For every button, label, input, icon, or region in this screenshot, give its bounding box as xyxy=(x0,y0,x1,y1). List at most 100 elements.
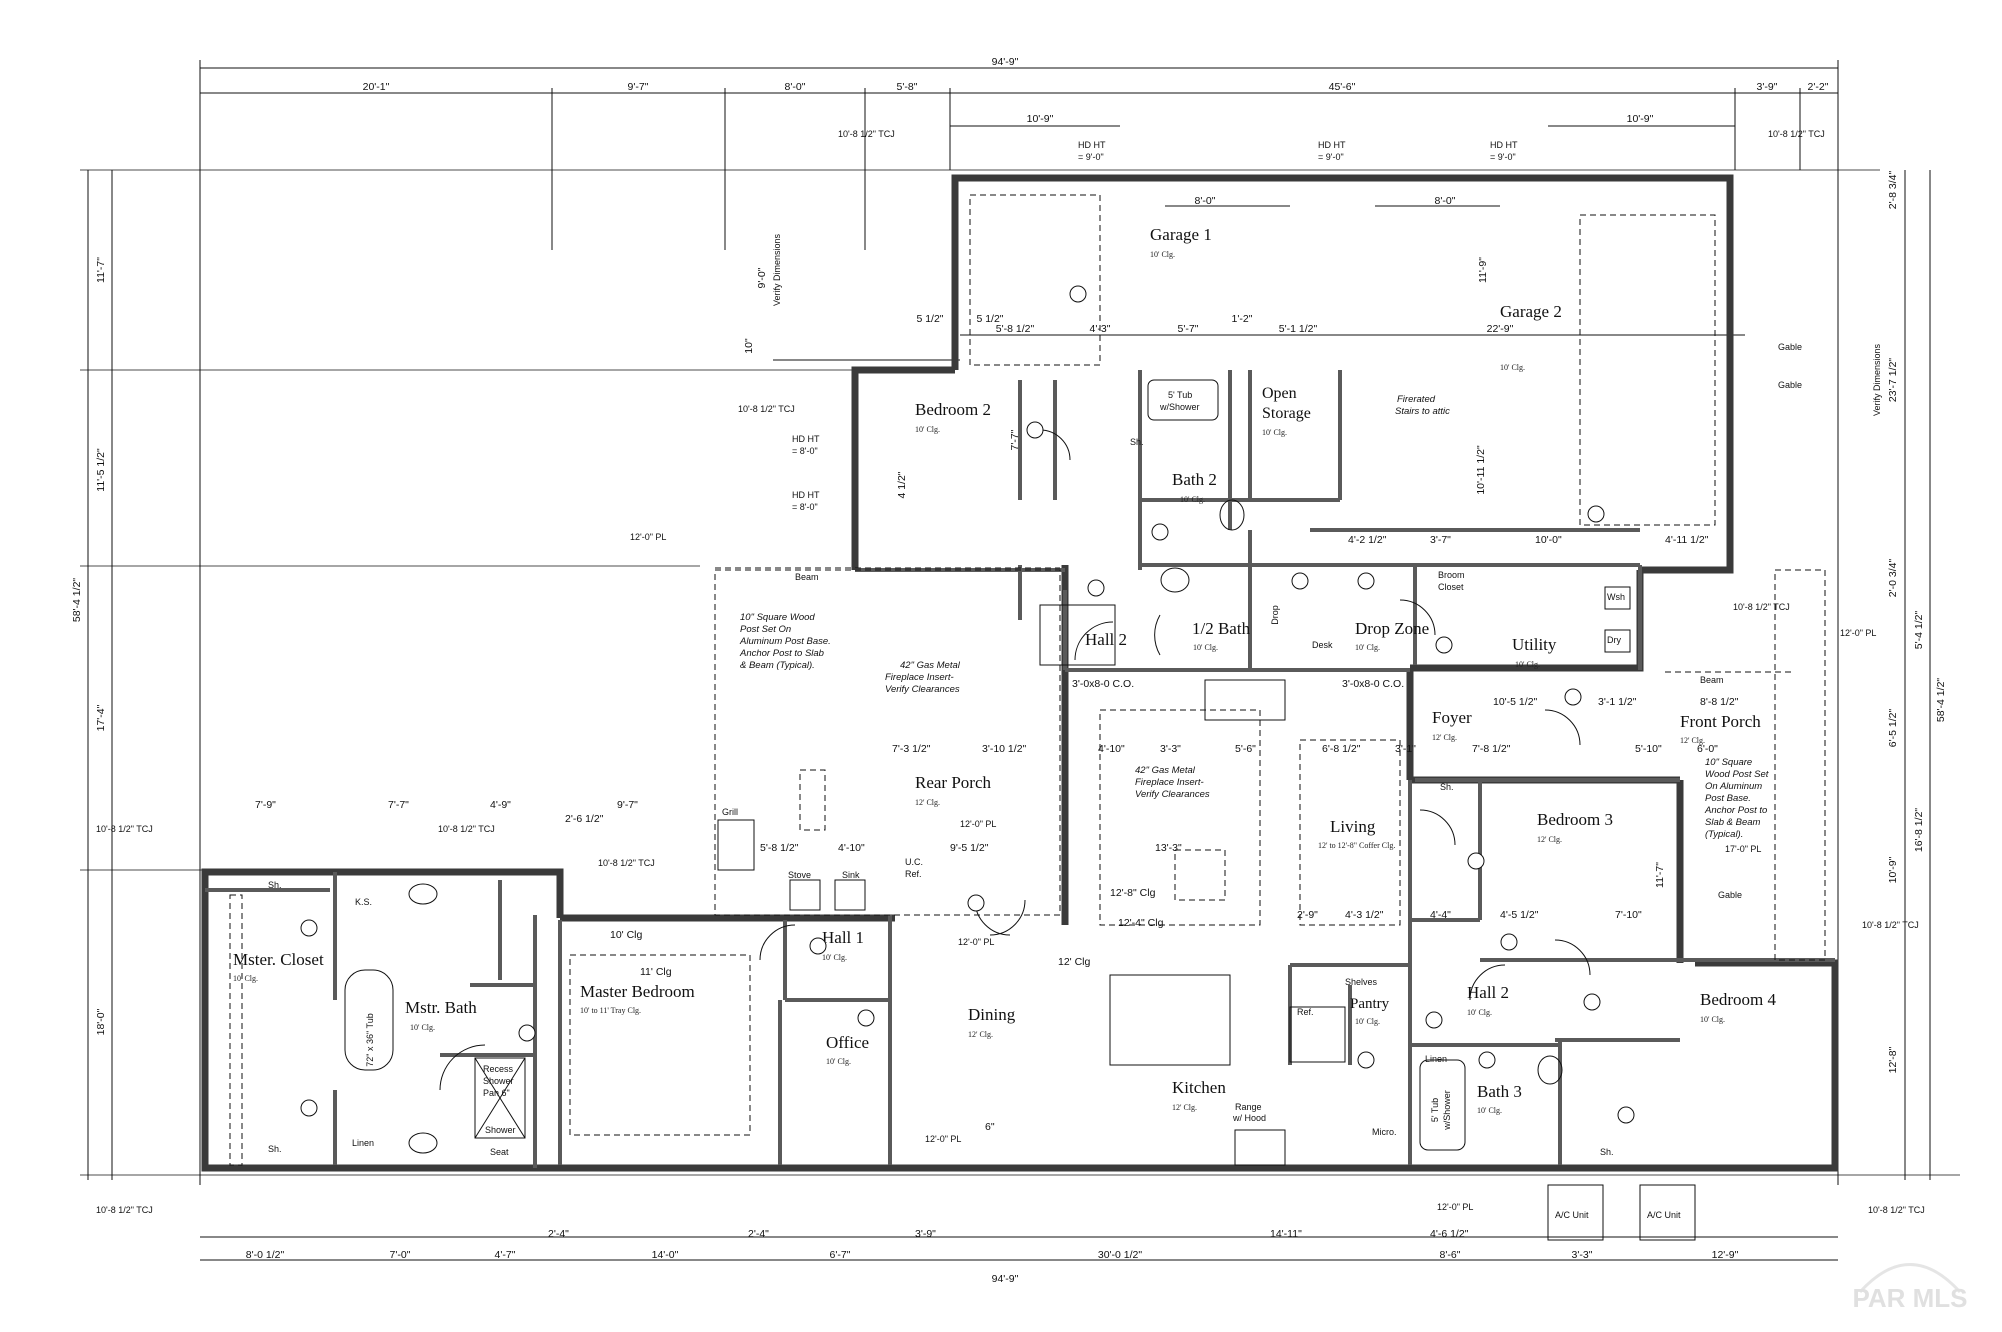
dim-6: 6" xyxy=(985,1121,995,1133)
label-garage1: Garage 1 xyxy=(1150,225,1212,244)
right-dim-4: 5'-4 1/2" xyxy=(1913,611,1925,650)
ceil-bath3: 10' Clg. xyxy=(1477,1106,1502,1115)
range-2: w/ Hood xyxy=(1232,1113,1266,1123)
dashed-features xyxy=(229,194,1826,1166)
dim-7-8-half: 7'-8 1/2" xyxy=(1472,743,1511,755)
sh-label-3: Sh. xyxy=(268,1144,282,1154)
watermark-logo: PAR MLS xyxy=(1852,1263,1968,1313)
interior-dimensions: 7'-7" 4 1/2" 4'-2 1/2" 3'-7" 10'-0" 4'-1… xyxy=(255,429,1739,1240)
shelves-label: Shelves xyxy=(1345,977,1378,987)
sh-label-5: Sh. xyxy=(1440,782,1454,792)
bottom-dim-1: 8'-0 1/2" xyxy=(246,1249,285,1261)
dim-4-5-half: 4'-5 1/2" xyxy=(1500,909,1539,921)
dim-12-4-clg: 12'-4" Clg xyxy=(1118,917,1164,929)
sink-mstr-2 xyxy=(408,1132,438,1154)
ref-label: Ref. xyxy=(1297,1007,1314,1017)
tcj-4: 10'-8 1/2" TCJ xyxy=(1733,602,1790,612)
dim-7-9: 7'-9" xyxy=(255,799,276,811)
verify-right: Verify Dimensions xyxy=(1872,343,1882,416)
dim-9-5-half: 9'-5 1/2" xyxy=(950,842,989,854)
label-office: Office xyxy=(826,1033,869,1052)
ceil-dining: 12' Clg. xyxy=(968,1030,993,1039)
dim-3-9: 3'-9" xyxy=(915,1228,936,1240)
ceil-bedroom2: 10' Clg. xyxy=(915,425,940,434)
tcj-1: 10'-8 1/2" TCJ xyxy=(838,129,895,139)
watermark-text: PAR MLS xyxy=(1852,1283,1967,1313)
dim-4-4: 4'-4" xyxy=(1430,909,1451,921)
ceil-mster-closet: 10' Clg. xyxy=(233,974,258,983)
desk-label: Desk xyxy=(1312,640,1333,650)
label-master-bedroom: Master Bedroom xyxy=(580,982,695,1001)
recess-2: Shower xyxy=(483,1076,514,1086)
washer xyxy=(1604,586,1631,610)
right-dim-3: 2'-0 3/4" xyxy=(1887,559,1899,598)
dim-7-10: 7'-10" xyxy=(1615,909,1642,921)
fireplace-rear xyxy=(1039,604,1116,666)
top-dim-6: 3'-9" xyxy=(1757,81,1778,93)
label-living: Living xyxy=(1330,817,1376,836)
notes: 10" Square Wood Post Set On Aluminum Pos… xyxy=(268,342,1802,1220)
pl-6: 17'-0" PL xyxy=(1725,844,1761,854)
label-dining: Dining xyxy=(968,1005,1016,1024)
stove-outdoor xyxy=(789,879,821,911)
sink-outdoor xyxy=(834,879,866,911)
hd-d3-a: HD HT xyxy=(1490,140,1518,150)
dim-2-4-a: 2'-4" xyxy=(548,1228,569,1240)
tub-bath3 xyxy=(1419,1059,1466,1151)
stairs-2: Stairs to attic xyxy=(1395,406,1450,417)
dim-2-6-half: 2'-6 1/2" xyxy=(565,813,604,825)
label-open-storage-2: Storage xyxy=(1262,405,1311,422)
ceil-open-storage: 10' Clg. xyxy=(1262,428,1287,437)
bottom-dim-9: 12'-9" xyxy=(1712,1249,1739,1261)
left-dim-1: 11'-7" xyxy=(95,257,107,283)
verify-left: Verify Dimensions xyxy=(772,233,782,306)
dim-3-0x8-a: 3'-0x8-0 C.O. xyxy=(1072,678,1134,690)
ceil-bedroom3: 12' Clg. xyxy=(1537,835,1562,844)
top-dimensions: 94'-9" 20'-1" 9'-7" 8'-0" 5'-8" 45'-6" 3… xyxy=(363,56,1829,335)
ac-unit-2 xyxy=(1639,1184,1696,1241)
pl-4: 12'-0" PL xyxy=(958,937,994,947)
dim-5-half-a: 5 1/2" xyxy=(916,313,943,325)
hd-d1-a: HD HT xyxy=(1078,140,1106,150)
post-note-right-3: On Aluminum xyxy=(1705,781,1762,792)
dim-4-2-half: 4'-2 1/2" xyxy=(1348,534,1387,546)
post-note-left-2: Post Set On xyxy=(740,624,791,635)
fireplace-living-3: Verify Clearances xyxy=(1135,789,1210,800)
pl-1: 12'-0" PL xyxy=(630,532,666,542)
bottom-dim-4: 14'-0" xyxy=(652,1249,679,1261)
garage-dim-c: 8'-0" xyxy=(1195,195,1216,207)
label-drop-zone: Drop Zone xyxy=(1355,619,1429,638)
top-dim-3: 8'-0" xyxy=(785,81,806,93)
ceil-mstr-bath: 10' Clg. xyxy=(410,1023,435,1032)
hd-e2-b: = 8'-0" xyxy=(792,502,818,512)
ceil-garage1: 10' Clg. xyxy=(1150,250,1175,259)
ceil-office: 10' Clg. xyxy=(826,1057,851,1066)
dim-5-8-half-b: 5'-8 1/2" xyxy=(760,842,799,854)
gable-3: Gable xyxy=(1718,890,1742,900)
tcj-9: 10'-8 1/2" TCJ xyxy=(96,1205,153,1215)
gable-1: Gable xyxy=(1778,342,1802,352)
door-swings xyxy=(439,429,1591,1091)
pl-7: 12'-0" PL xyxy=(1437,1202,1473,1212)
seat-label: Seat xyxy=(490,1147,509,1157)
garage-height: 11'-9" xyxy=(1477,257,1489,283)
hd-d2-a: HD HT xyxy=(1318,140,1346,150)
broom-1: Broom xyxy=(1438,570,1465,580)
dryer xyxy=(1604,629,1631,653)
sink-bath2 xyxy=(1219,499,1245,531)
hd-d1-b: = 9'-0" xyxy=(1078,152,1104,162)
post-note-right-7: (Typical). xyxy=(1705,829,1743,840)
dim-3-0x8-b: 3'-0x8-0 C.O. xyxy=(1342,678,1404,690)
broom-2: Closet xyxy=(1438,582,1464,592)
hd-d2-b: = 9'-0" xyxy=(1318,152,1344,162)
room-labels: Garage 1 10' Clg. Garage 2 10' Clg. Bedr… xyxy=(233,225,1777,1115)
ac-unit-2-label: A/C Unit xyxy=(1647,1210,1681,1220)
ac-unit-1-label: A/C Unit xyxy=(1555,1210,1589,1220)
tcj-6: 10'-8 1/2" TCJ xyxy=(438,824,495,834)
sink-mstr-1 xyxy=(408,883,438,905)
hd-e2-a: HD HT xyxy=(792,490,820,500)
right-dim-5: 6'-5 1/2" xyxy=(1887,709,1899,748)
right-dim-7: 10'-9" xyxy=(1887,856,1899,883)
dim-4-10-b: 4'-10" xyxy=(838,842,865,854)
